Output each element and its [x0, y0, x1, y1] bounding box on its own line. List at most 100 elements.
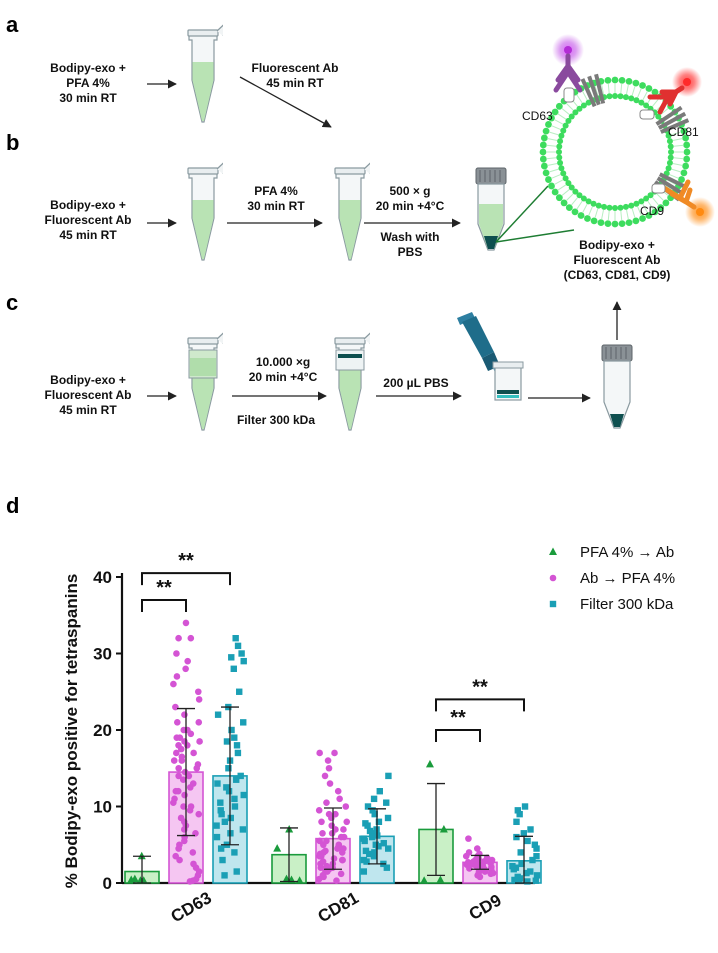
data-point — [527, 826, 534, 833]
data-point — [237, 772, 244, 780]
membrane-lipid-outer — [540, 134, 548, 142]
cd9-tetraspanin-helix — [656, 176, 685, 196]
data-point — [137, 851, 146, 860]
data-point — [173, 673, 181, 680]
panel-c-letter: c — [6, 290, 18, 315]
membrane-tail — [620, 83, 623, 94]
data-point — [179, 776, 187, 784]
cd63-antibody — [552, 34, 584, 103]
legend-label: Filter 300 kDa — [580, 596, 674, 613]
filter-tube-c2 — [334, 330, 370, 431]
data-point — [173, 734, 181, 741]
data-point — [375, 843, 382, 850]
data-point — [361, 837, 368, 845]
data-point — [511, 876, 518, 884]
significance-label: ** — [472, 676, 488, 698]
cd81-tetraspanin-helix — [655, 105, 683, 126]
data-point — [317, 864, 325, 871]
membrane-lipid-outer — [539, 148, 547, 156]
membrane-tail — [672, 138, 683, 141]
data-point — [130, 874, 139, 883]
panel-c-step1-line3: 45 min RT — [59, 403, 117, 417]
membrane-lipid-outer — [639, 215, 646, 222]
membrane-lipid-outer — [632, 217, 640, 225]
membrane-lipid-outer — [560, 199, 568, 207]
data-point — [334, 845, 341, 852]
data-point — [273, 844, 282, 852]
data-point — [181, 711, 188, 718]
cd63-tetraspanin-helix — [580, 78, 597, 108]
panel-a-step1-line3: 30 min RT — [59, 91, 117, 105]
membrane-lipid-inner — [655, 113, 662, 120]
data-point — [234, 642, 242, 650]
data-point — [172, 703, 179, 711]
membrane-lipid-outer — [539, 141, 547, 149]
membrane-lipid-outer — [565, 204, 573, 212]
y-tick-label: 40 — [93, 568, 112, 587]
data-point — [228, 654, 235, 661]
membrane-lipid-outer — [542, 169, 550, 177]
membrane-tail — [642, 203, 648, 214]
membrane-lipid-outer — [555, 194, 563, 202]
filter-tube-c1 — [187, 330, 223, 431]
membrane-lipid-outer — [618, 76, 626, 84]
y-tick-label: 0 — [103, 874, 112, 893]
membrane-tail — [565, 193, 574, 202]
vesicle-caption-line3: (CD63, CD81, CD9) — [564, 268, 671, 282]
legend-marker — [549, 547, 557, 555]
membrane-lipid-outer — [590, 217, 598, 225]
data-point — [371, 810, 378, 818]
membrane-tail — [642, 90, 648, 101]
membrane-lipid-outer — [551, 188, 559, 196]
data-point — [362, 847, 370, 855]
significance-bracket — [435, 729, 481, 742]
membrane-tail — [582, 203, 588, 214]
data-point — [225, 765, 232, 772]
membrane-lipid-inner — [585, 198, 592, 205]
membrane-tail — [672, 163, 683, 166]
y-tick-label: 10 — [93, 798, 112, 817]
data-point — [510, 866, 517, 873]
data-point — [233, 742, 241, 749]
membrane-lipid-outer — [625, 77, 633, 85]
data-point — [174, 787, 182, 795]
membrane-lipid-outer — [548, 114, 555, 122]
data-point — [225, 788, 233, 795]
membrane-tail — [546, 144, 557, 147]
membrane-lipid-outer — [639, 82, 646, 89]
data-point — [529, 856, 536, 864]
membrane-tail — [673, 144, 684, 147]
panel-b-letter: b — [6, 130, 19, 155]
panel-b: b Bodipy-exo + Fluorescent Ab 45 min RT … — [6, 130, 575, 261]
membrane-tail — [620, 210, 623, 221]
vesicle-caption-line2: Fluorescent Ab — [574, 253, 661, 267]
membrane-tail — [601, 84, 604, 95]
x-category-label: CD9 — [466, 891, 505, 924]
membrane-lipid-inner — [667, 143, 674, 150]
pipette-illustration — [457, 312, 524, 401]
data-point — [521, 803, 529, 810]
data-point — [384, 814, 392, 822]
data-point — [233, 776, 240, 783]
data-point — [228, 726, 235, 734]
membrane-lipid-inner — [562, 122, 569, 129]
data-point — [217, 807, 224, 814]
data-point — [520, 830, 527, 837]
membrane-tail — [570, 197, 578, 206]
data-point — [217, 845, 225, 852]
membrane-lipid-outer — [542, 127, 550, 135]
data-point — [170, 799, 177, 806]
membrane-tail — [588, 206, 593, 216]
membrane-lipid-outer — [604, 220, 612, 228]
data-point — [184, 657, 191, 665]
membrane-tail — [576, 200, 583, 210]
membrane-lipid-inner — [556, 149, 562, 155]
membrane-lipid-outer — [545, 176, 552, 183]
vesicle-membrane — [539, 73, 691, 228]
cd9-label: CD9 — [640, 204, 664, 218]
membrane-lipid-outer — [657, 204, 665, 212]
cd63-tetraspanin-helix — [594, 73, 606, 104]
membrane-lipid-inner — [647, 192, 654, 199]
membrane-tail — [626, 84, 629, 95]
